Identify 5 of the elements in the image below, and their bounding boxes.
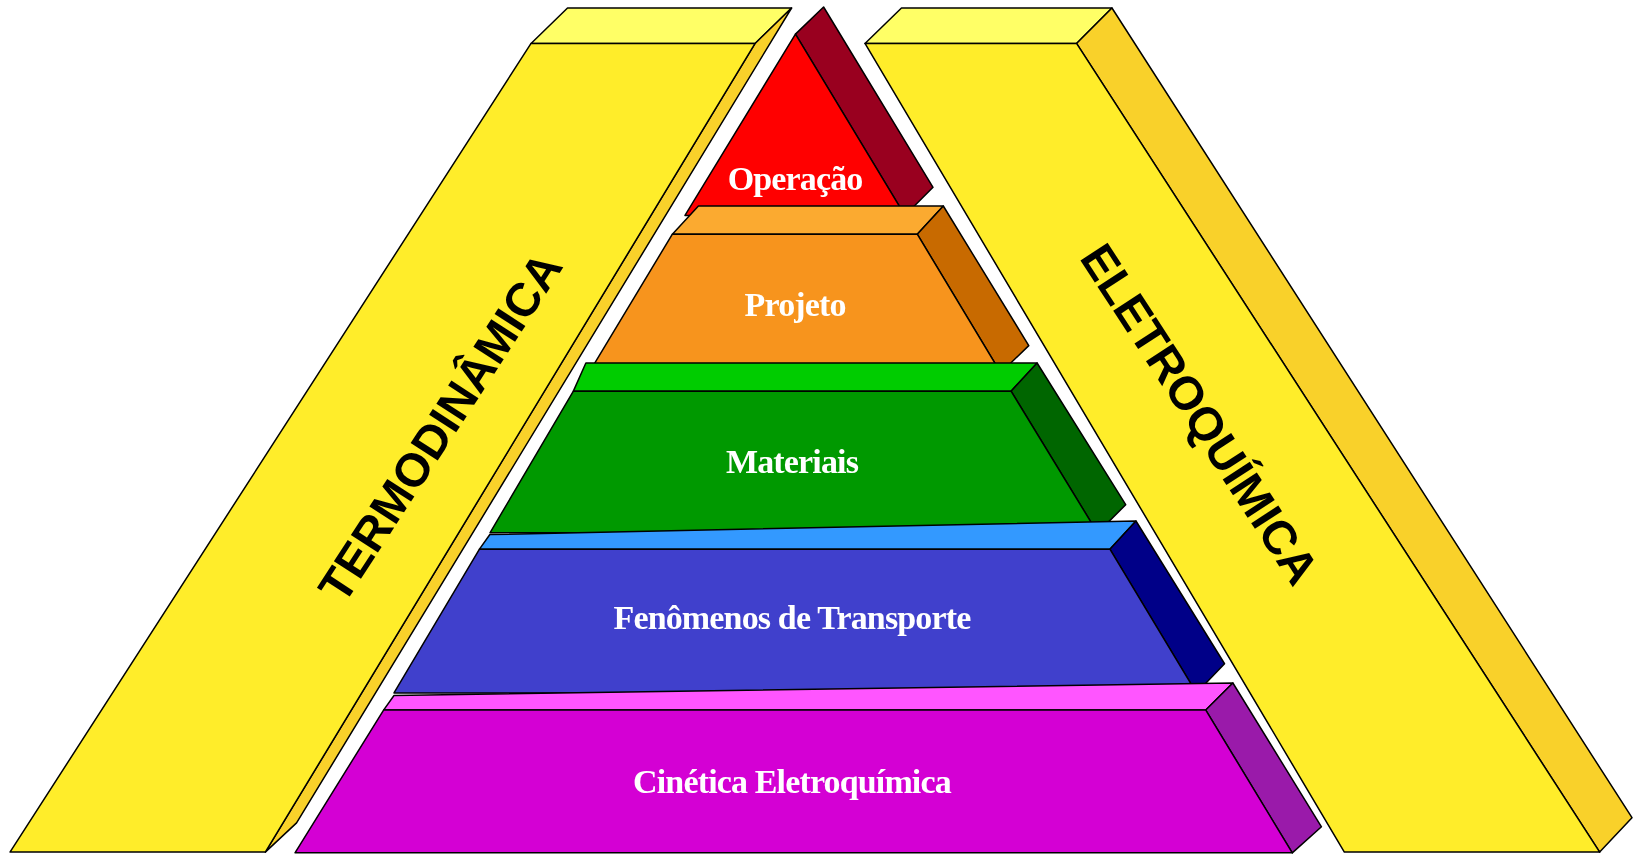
layer-label: Operação [727,162,863,197]
layer-label: Fenômenos de Transporte [613,600,971,635]
layer-label: Materiais [725,444,858,479]
layer-label: Projeto [744,288,846,323]
layer-label: Cinética Eletroquímica [633,764,951,799]
